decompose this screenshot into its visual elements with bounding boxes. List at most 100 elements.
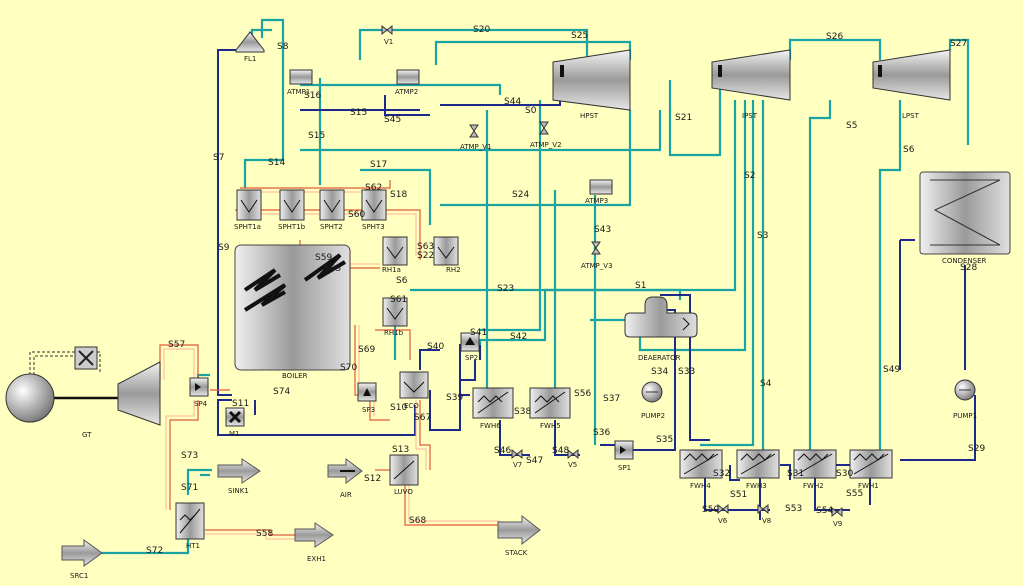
src1-label: SRC1 bbox=[70, 572, 88, 580]
valve-atmp-v2[interactable]: ATMP_V2 bbox=[530, 121, 562, 149]
valve-v6[interactable]: V6 bbox=[717, 503, 729, 525]
reheater-2[interactable]: RH2 bbox=[433, 236, 461, 274]
valve-v7[interactable]: V7 bbox=[511, 448, 523, 469]
superheater-1b[interactable]: SPHT1b bbox=[278, 189, 306, 231]
gas-turbine[interactable]: GT bbox=[5, 346, 161, 439]
m1-label: M1 bbox=[229, 430, 240, 438]
valve-v9[interactable]: V9 bbox=[831, 506, 843, 528]
fwh3-label: FWH3 bbox=[746, 482, 767, 490]
stream-label: S42 bbox=[510, 332, 527, 342]
economizer[interactable]: ECO bbox=[399, 371, 429, 410]
condenser-label: CONDENSER bbox=[942, 257, 987, 265]
atmp3[interactable]: ATMP3 bbox=[585, 179, 613, 205]
sp4-label: SP4 bbox=[194, 400, 208, 408]
stream-label: S72 bbox=[146, 546, 163, 556]
stream-label: S10 bbox=[390, 403, 407, 413]
fwh2-label: FWH2 bbox=[803, 482, 824, 490]
exh1-label: EXH1 bbox=[307, 555, 326, 563]
fwh5[interactable]: FWH5 bbox=[529, 387, 571, 430]
v5-label: V5 bbox=[568, 461, 577, 469]
fwh4[interactable]: FWH4 bbox=[679, 449, 723, 490]
fwh5-label: FWH5 bbox=[540, 422, 561, 430]
stream-label: S35 bbox=[656, 435, 673, 445]
stream-label: S15 bbox=[308, 131, 325, 141]
fwh6-label: FWH6 bbox=[480, 422, 501, 430]
stream-label: S3 bbox=[757, 231, 768, 241]
steam-lines bbox=[100, 18, 970, 555]
atmp2[interactable]: ATMP2 bbox=[395, 69, 420, 96]
source-src1[interactable]: SRC1 bbox=[61, 539, 103, 580]
rh1a-label: RH1a bbox=[382, 266, 401, 274]
source-air[interactable]: AIR bbox=[327, 458, 363, 499]
valve-v5[interactable]: V5 bbox=[567, 448, 579, 469]
stream-label: S51 bbox=[730, 490, 747, 500]
stream-label: S14 bbox=[268, 158, 285, 168]
stream-label: S38 bbox=[514, 407, 531, 417]
splitter-sp1[interactable]: SP1 bbox=[614, 440, 634, 472]
fwh1[interactable]: FWH1 bbox=[849, 449, 893, 490]
atmp-v2-label: ATMP_V2 bbox=[530, 141, 562, 149]
reheater-1b[interactable]: RH1b bbox=[382, 297, 408, 337]
stream-label: S24 bbox=[512, 190, 529, 200]
stream-label: S40 bbox=[427, 342, 444, 352]
sp3-label: SP3 bbox=[362, 406, 375, 414]
eco-label: ECO bbox=[404, 402, 419, 410]
superheater-2[interactable]: SPHT2 bbox=[319, 189, 345, 231]
ht1-label: HT1 bbox=[186, 542, 200, 550]
ip-steam-turbine[interactable]: IPST bbox=[711, 49, 791, 120]
stream-label: S30 bbox=[836, 469, 853, 479]
stream-label: S43 bbox=[594, 225, 611, 235]
stream-label: S28 bbox=[960, 263, 977, 273]
luvo[interactable]: LUVO bbox=[389, 454, 419, 496]
reheater-1a[interactable]: RH1a bbox=[382, 236, 408, 274]
fwh2[interactable]: FWH2 bbox=[793, 449, 837, 490]
atmp1[interactable]: ATMP1 bbox=[287, 69, 313, 96]
stream-label: S29 bbox=[968, 444, 985, 454]
stack[interactable]: STACK bbox=[497, 514, 541, 557]
valve-atmp-v3[interactable]: ATMP_V3 bbox=[581, 241, 613, 270]
splitter-sp3[interactable]: SP3 bbox=[357, 382, 377, 414]
lp-steam-turbine[interactable]: LPST bbox=[872, 49, 951, 120]
stream-label: S7 bbox=[213, 153, 224, 163]
splitter-sp2[interactable]: SP2 bbox=[460, 332, 480, 362]
stream-label: S49 bbox=[883, 365, 900, 375]
boiler[interactable]: BOILER bbox=[234, 244, 351, 380]
v7-label: V7 bbox=[513, 461, 522, 469]
mixer-m1[interactable]: M1 bbox=[225, 407, 245, 438]
sph1b-label: SPHT1b bbox=[278, 223, 306, 231]
splitter-sp4[interactable]: SP4 bbox=[189, 377, 209, 408]
fwh3[interactable]: FWH3 bbox=[736, 449, 780, 490]
condenser[interactable]: CONDENSER bbox=[919, 171, 1011, 265]
pump2-label: PUMP2 bbox=[641, 412, 665, 420]
flash-tank[interactable]: FL1 bbox=[235, 31, 265, 63]
pump-1[interactable]: PUMP1 bbox=[953, 379, 977, 420]
heater-ht1[interactable]: HT1 bbox=[175, 502, 205, 550]
pump-2[interactable]: PUMP2 bbox=[641, 381, 665, 420]
stream-label: S25 bbox=[571, 31, 588, 41]
atmp3-label: ATMP3 bbox=[585, 197, 608, 205]
stream-label: S68 bbox=[409, 516, 426, 526]
atmp2-label: ATMP2 bbox=[395, 88, 418, 96]
superheater-1a[interactable]: SPHT1a bbox=[234, 189, 262, 231]
pump1-label: PUMP1 bbox=[953, 412, 977, 420]
sink-1[interactable]: SINK1 bbox=[217, 458, 261, 495]
fwh6[interactable]: FWH6 bbox=[472, 387, 514, 430]
stream-label: S12 bbox=[364, 474, 381, 484]
valve-v8[interactable]: V8 bbox=[757, 503, 771, 525]
stream-label: S54 bbox=[816, 506, 833, 516]
deaerator[interactable]: DEAERATOR bbox=[624, 296, 698, 362]
fl1-label: FL1 bbox=[244, 55, 256, 63]
stream-label: S15 bbox=[350, 108, 367, 118]
superheater-3[interactable]: SPHT3 bbox=[361, 189, 387, 231]
exhaust-exh1[interactable]: EXH1 bbox=[294, 522, 334, 563]
sph1a-label: SPHT1a bbox=[234, 223, 261, 231]
fwh1-label: FWH1 bbox=[858, 482, 879, 490]
stream-label: S47 bbox=[526, 456, 543, 466]
valve-v1[interactable]: V1 bbox=[381, 24, 393, 46]
stream-label: S53 bbox=[785, 504, 802, 514]
stream-label: S34 bbox=[651, 367, 668, 377]
valve-atmp-v1[interactable]: ATMP_V1 bbox=[460, 124, 492, 151]
hp-steam-turbine[interactable]: HPST bbox=[552, 49, 631, 120]
